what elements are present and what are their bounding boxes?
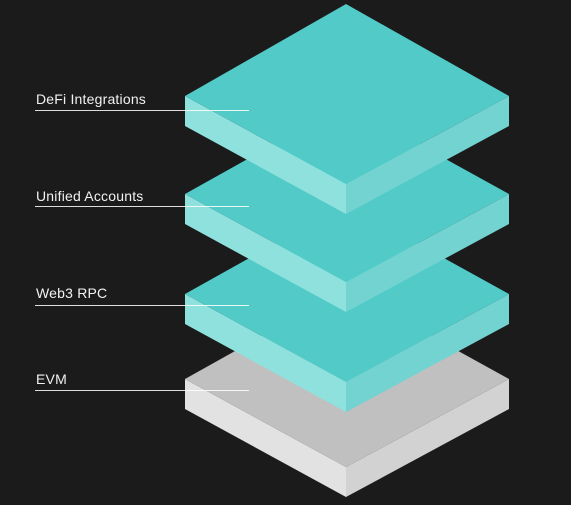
label-web3-rpc: Web3 RPC (36, 285, 108, 301)
slab-defi-right-face (346, 96, 509, 214)
slab-web3-rpc-right-face (346, 294, 509, 412)
leader-line-unified-accounts (35, 206, 249, 207)
label-unified-accounts: Unified Accounts (36, 188, 144, 204)
slab-defi-integrations (185, 4, 509, 214)
leader-line-evm (35, 390, 249, 391)
label-evm: EVM (36, 371, 67, 387)
slab-unified-accounts-right-face (346, 194, 509, 312)
slab-defi-left-face (185, 96, 346, 214)
slab-unified-accounts-left-face (185, 194, 346, 312)
slab-evm-left-face (185, 379, 346, 497)
slab-web3-rpc-left-face (185, 294, 346, 412)
leader-line-web3-rpc (35, 305, 249, 306)
leader-line-defi-integrations (35, 110, 249, 111)
slab-evm-right-face (346, 379, 509, 497)
label-defi-integrations: DeFi Integrations (36, 91, 147, 107)
slab-defi-top-face (185, 4, 509, 184)
